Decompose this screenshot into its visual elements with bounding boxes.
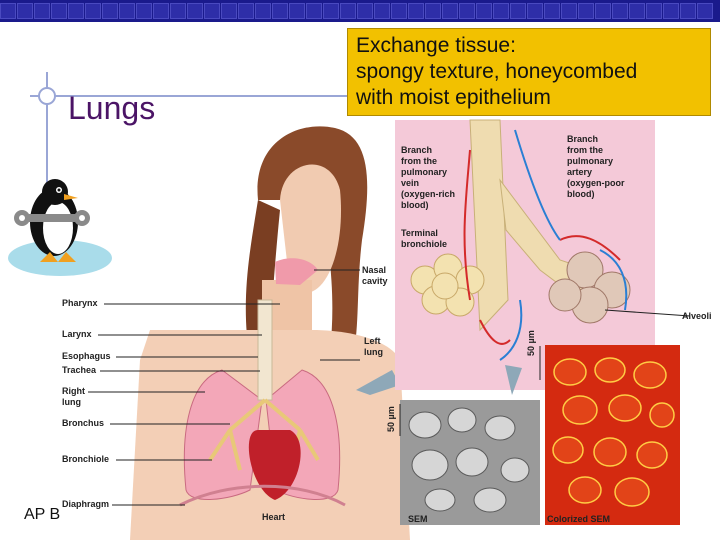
label-artery-line-4: artery [567, 167, 593, 177]
label-bronchiole: Bronchiole [62, 454, 110, 464]
label-trachea: Trachea [62, 365, 97, 375]
callout-line-1: Exchange tissue: [356, 34, 516, 57]
decor-horizontal-line [30, 95, 360, 97]
header-bar [0, 0, 720, 22]
label-vein-line-3: pulmonary [401, 167, 448, 177]
label-left-lung-line-2: lung [364, 347, 383, 357]
label-colorized-sem: Colorized SEM [547, 514, 611, 524]
decor-crosshair [38, 87, 56, 105]
label-pulmonary-artery-branch: Branch from the pulmonary artery (oxygen… [567, 134, 625, 200]
label-terminal-bronchiole: Terminal bronchiole [401, 228, 447, 250]
label-nasal-cavity-line-2: cavity [362, 276, 388, 286]
label-esophagus: Esophagus [62, 351, 111, 361]
callout-line-2: spongy texture, honeycombed [356, 60, 638, 83]
label-artery-line-3: pulmonary [567, 156, 614, 166]
label-scale-bar-2: 50 µm [386, 406, 396, 432]
label-left-lung-line-1: Left [364, 336, 381, 346]
label-heart: Heart [262, 512, 286, 522]
label-pharynx: Pharynx [62, 298, 98, 308]
label-artery-line-6: blood) [567, 189, 595, 199]
header-squares [0, 3, 714, 19]
label-right-lung: Right lung [62, 386, 85, 408]
label-vein-line-2: from the [401, 156, 437, 166]
label-terminal-line-1: Terminal [401, 228, 438, 238]
label-pulmonary-vein-branch: Branch from the pulmonary vein (oxygen-r… [401, 145, 455, 211]
label-terminal-line-2: bronchiole [401, 239, 448, 249]
label-artery-line-2: from the [567, 145, 603, 155]
label-larynx: Larynx [62, 329, 92, 339]
footer-text: AP B [24, 506, 61, 523]
label-vein-line-4: vein [401, 178, 420, 188]
callout-line-3: with moist epithelium [356, 86, 551, 109]
label-artery-line-1: Branch [567, 134, 599, 144]
label-vein-line-5: (oxygen-rich [401, 189, 456, 199]
label-scale-bar-1: 50 µm [526, 330, 536, 356]
label-diaphragm: Diaphragm [62, 499, 110, 509]
label-right-lung-line-2: lung [62, 397, 81, 407]
label-bronchus: Bronchus [62, 418, 105, 428]
callout-box: Exchange tissue: spongy texture, honeyco… [347, 28, 711, 116]
label-vein-line-6: blood) [401, 200, 429, 210]
label-vein-line-1: Branch [401, 145, 433, 155]
label-sem: SEM [408, 514, 428, 524]
label-alveoli: Alveoli [682, 311, 712, 321]
label-artery-line-5: (oxygen-poor [567, 178, 625, 188]
label-right-lung-line-1: Right [62, 386, 85, 396]
page-title: Lungs [68, 90, 156, 126]
label-left-lung: Left lung [364, 336, 383, 358]
decor-vertical-line [46, 72, 48, 222]
label-nasal-cavity: Nasal cavity [362, 265, 388, 287]
label-nasal-cavity-line-1: Nasal [362, 265, 387, 275]
